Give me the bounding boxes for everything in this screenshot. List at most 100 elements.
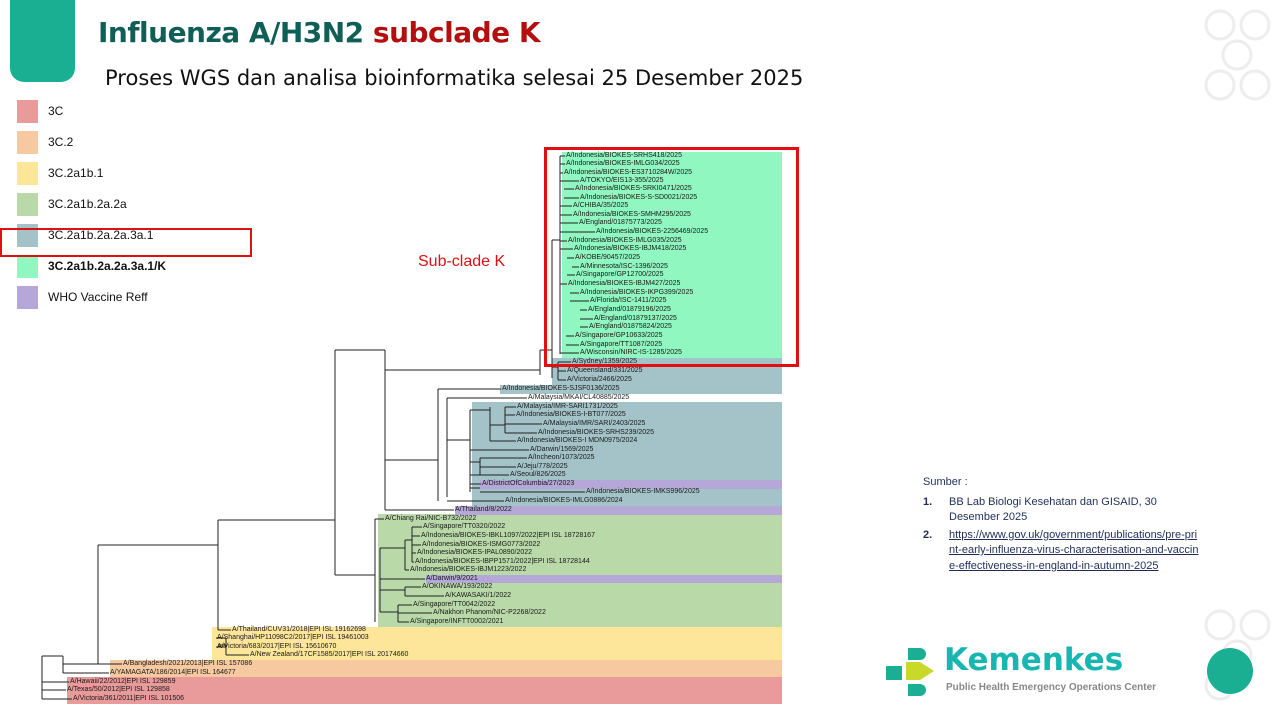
tree-leaf-label: A/Indonesia/BIOKES-IMLG034/2025 (566, 160, 680, 167)
tree-leaf-label: A/Indonesia/BIOKES-IBPP1571/2022|EPI ISL… (415, 558, 590, 565)
tree-leaf-label: A/England/01875773/2025 (579, 219, 662, 226)
band-3c (67, 677, 782, 704)
tree-leaf-label: A/Indonesia/BIOKES-IPAL0890/2022 (417, 549, 533, 556)
logo-name: Kemenkes (944, 642, 1124, 678)
legend-label: 3C.2a1b.2a.2a.3a.1/K (48, 259, 167, 273)
band-3c2a1b1 (212, 627, 782, 660)
tree-leaf-label: A/Chiang Rai/NIC-B732/2022 (385, 515, 477, 522)
source-text: BB Lab Biologi Kesehatan dan GISAID, 30 … (949, 495, 1157, 524)
subclade-k-label: Sub-clade K (418, 253, 506, 270)
tree-leaf-label: A/Thailand/CUV31/2018|EPI ISL 19162698 (232, 626, 366, 633)
tree-leaf-label: A/OKINAWA/193/2022 (422, 583, 493, 590)
kemenkes-logo-icon (886, 648, 934, 696)
source-num: 1. (923, 495, 933, 508)
sources-heading: Sumber : (923, 476, 968, 488)
legend-label: 3C.2 (48, 135, 74, 149)
title-main: Influenza A/H3N2 (98, 16, 364, 49)
band-vaccine-dc (480, 480, 782, 489)
band-3a1-top (552, 358, 782, 388)
tree-leaf-label: A/Indonesia/BIOKES-S-SD0021/2025 (580, 194, 698, 201)
tree-leaf-label: A/Darwin/1569/2025 (530, 446, 594, 453)
tree-leaf-label: A/Indonesia/BIOKES-IMKS996/2025 (586, 488, 700, 495)
tree-leaf-label: A/DistrictOfColumbia/27/2023 (482, 480, 575, 487)
tree-leaf-label: A/Singapore/TT0042/2022 (413, 601, 496, 608)
legend-label: 3C (48, 104, 64, 118)
tree-leaf-label: A/YAMAGATA/186/2014|EPI ISL 164677 (110, 669, 236, 676)
band-3c2a1b2a2a (378, 514, 782, 627)
tree-leaf-label: A/Indonesia/BIOKES-IMLG035/2025 (568, 237, 682, 244)
tree-leaf-label: A/Indonesia/BIOKES-SRKI0471/2025 (575, 185, 692, 192)
source-item: 2. https://www.gov.uk/government/publicat… (923, 528, 1203, 575)
batik-ornament-icon (1204, 9, 1271, 101)
source-link[interactable]: https://www.gov.uk/government/publicatio… (949, 528, 1199, 572)
source-num: 2. (923, 528, 933, 541)
subtitle: Proses WGS dan analisa bioinformatika se… (105, 66, 804, 90)
legend-item: WHO Vaccine Reff (17, 286, 277, 309)
tree-leaf-label: A/Singapore/TT0320/2022 (423, 523, 506, 530)
tree-leaf-label: A/Singapore/GP10633/2025 (575, 332, 663, 339)
band-3a1-mid (500, 385, 782, 394)
legend-swatch (17, 100, 38, 123)
legend-swatch (17, 162, 38, 185)
tree-leaf-label: A/Thailand/8/2022 (455, 506, 512, 513)
tree-leaf-label: A/Victoria/361/2011|EPI ISL 101506 (73, 695, 185, 702)
tree-leaf-label: A/Singapore/TT1087/2025 (580, 341, 663, 348)
tree-branches (41, 155, 595, 700)
legend-label: WHO Vaccine Reff (48, 290, 148, 304)
tree-leaf-label: A/Indonesia/BIOKES-SRHS239/2025 (538, 429, 654, 436)
tree-leaf-label: A/Indonesia/BIOKES-IBJM1223/2022 (410, 566, 527, 573)
decorative-tab (10, 0, 75, 82)
title-accent: subclade K (372, 16, 541, 49)
tree-leaf-label: A/England/01875824/2025 (589, 323, 672, 330)
tree-leaf-label: A/KOBE/90457/2025 (575, 254, 640, 261)
tree-leaf-label: A/Darwin/9/2021 (426, 575, 478, 582)
tree-leaf-label: A/Indonesia/BIOKES-IBKL1097/2022|EPI ISL… (421, 532, 595, 539)
tree-leaf-label: A/Nakhon Phanom/NIC-P2268/2022 (433, 609, 546, 616)
tree-leaf-label: A/Indonesia/BIOKES-I-BT077/2025 (516, 411, 626, 418)
legend-swatch (17, 193, 38, 216)
tree-leaf-label: A/Victoria/2466/2025 (567, 376, 632, 383)
tree-leaf-label: A/Indonesia/BIOKES-I MDN0975/2024 (517, 437, 638, 444)
tree-leaf-label: A/Indonesia/BIOKES-IBJM418/2025 (574, 245, 687, 252)
tree-leaf-label: A/Malaysia/IMR-SARI1731/2025 (517, 403, 618, 410)
tree-leaf-label: A/Jeju/778/2025 (517, 463, 568, 470)
tree-leaf-label: A/Indonesia/BIOKES-SRHS418/2025 (566, 152, 682, 159)
legend-swatch (17, 286, 38, 309)
tree-leaf-label: A/Indonesia/BIOKES-SJSF0136/2025 (502, 385, 620, 392)
band-3c2 (110, 660, 782, 677)
page-title: Influenza A/H3N2 subclade K (98, 16, 541, 49)
tree-leaf-label: A/TOKYO/EIS13-355/2025 (580, 177, 664, 184)
tree-leaf-label: A/England/01879137/2025 (594, 315, 677, 322)
band-subclade-k (562, 152, 782, 358)
kemenkes-logo: Kemenkes Public Health Emergency Operati… (886, 642, 1176, 698)
tree-leaf-label: A/Hawaii/22/2012|EPI ISL 129859 (70, 678, 176, 685)
source-item: 1. BB Lab Biologi Kesehatan dan GISAID, 3… (923, 495, 1203, 526)
tree-leaf-label: A/Minnesota/ISC-1396/2025 (580, 263, 668, 270)
tree-leaf-label: A/New Zealand/17CF1585/2017|EPI ISL 2017… (250, 651, 409, 658)
tree-leaf-label: A/Indonesia/BIOKES-ISMG0773/2022 (422, 541, 541, 548)
tree-leaf-label: A/Sydney/1359/2025 (572, 358, 637, 365)
decorative-circle (1207, 648, 1253, 694)
tree-leaf-label: A/Indonesia/BIOKES-IKPG399/2025 (580, 289, 694, 296)
legend-item: 3C (17, 100, 277, 123)
tree-leaf-label: A/Indonesia/BIOKES-IBJM427/2025 (568, 280, 681, 287)
legend-label: 3C.2a1b.1 (48, 166, 104, 180)
tree-leaf-label: A/Malaysia/IMR/SARI/2403/2025 (543, 420, 646, 427)
tree-leaf-label: A/Singapore/INFTT0002/2021 (410, 618, 504, 625)
legend-item: 3C.2a1b.2a.2a (17, 193, 277, 216)
tree-leaf-label: A/Queensland/331/2025 (567, 367, 643, 374)
band-vaccine-thailand (455, 506, 782, 515)
tree-leaf-label: A/Seoul/826/2025 (510, 471, 566, 478)
sources: Sumber : 1. BB Lab Biologi Kesehatan dan … (923, 475, 1203, 574)
subclade-k-highlight-box (544, 147, 799, 367)
legend-item: 3C.2 (17, 131, 277, 154)
legend-item: 3C.2a1b.1 (17, 162, 277, 185)
legend-highlight-box (0, 228, 252, 257)
legend-item: 3C.2a1b.2a.2a.3a.1/K (17, 255, 277, 278)
tree-leaf-label: A/Malaysia/MKAI/CL40885/2025 (528, 394, 630, 401)
legend-swatch (17, 131, 38, 154)
tree-leaf-label: A/KAWASAKI/1/2022 (445, 592, 512, 599)
legend-swatch (17, 255, 38, 278)
tree-leaf-label: A/England/01879196/2025 (588, 306, 671, 313)
